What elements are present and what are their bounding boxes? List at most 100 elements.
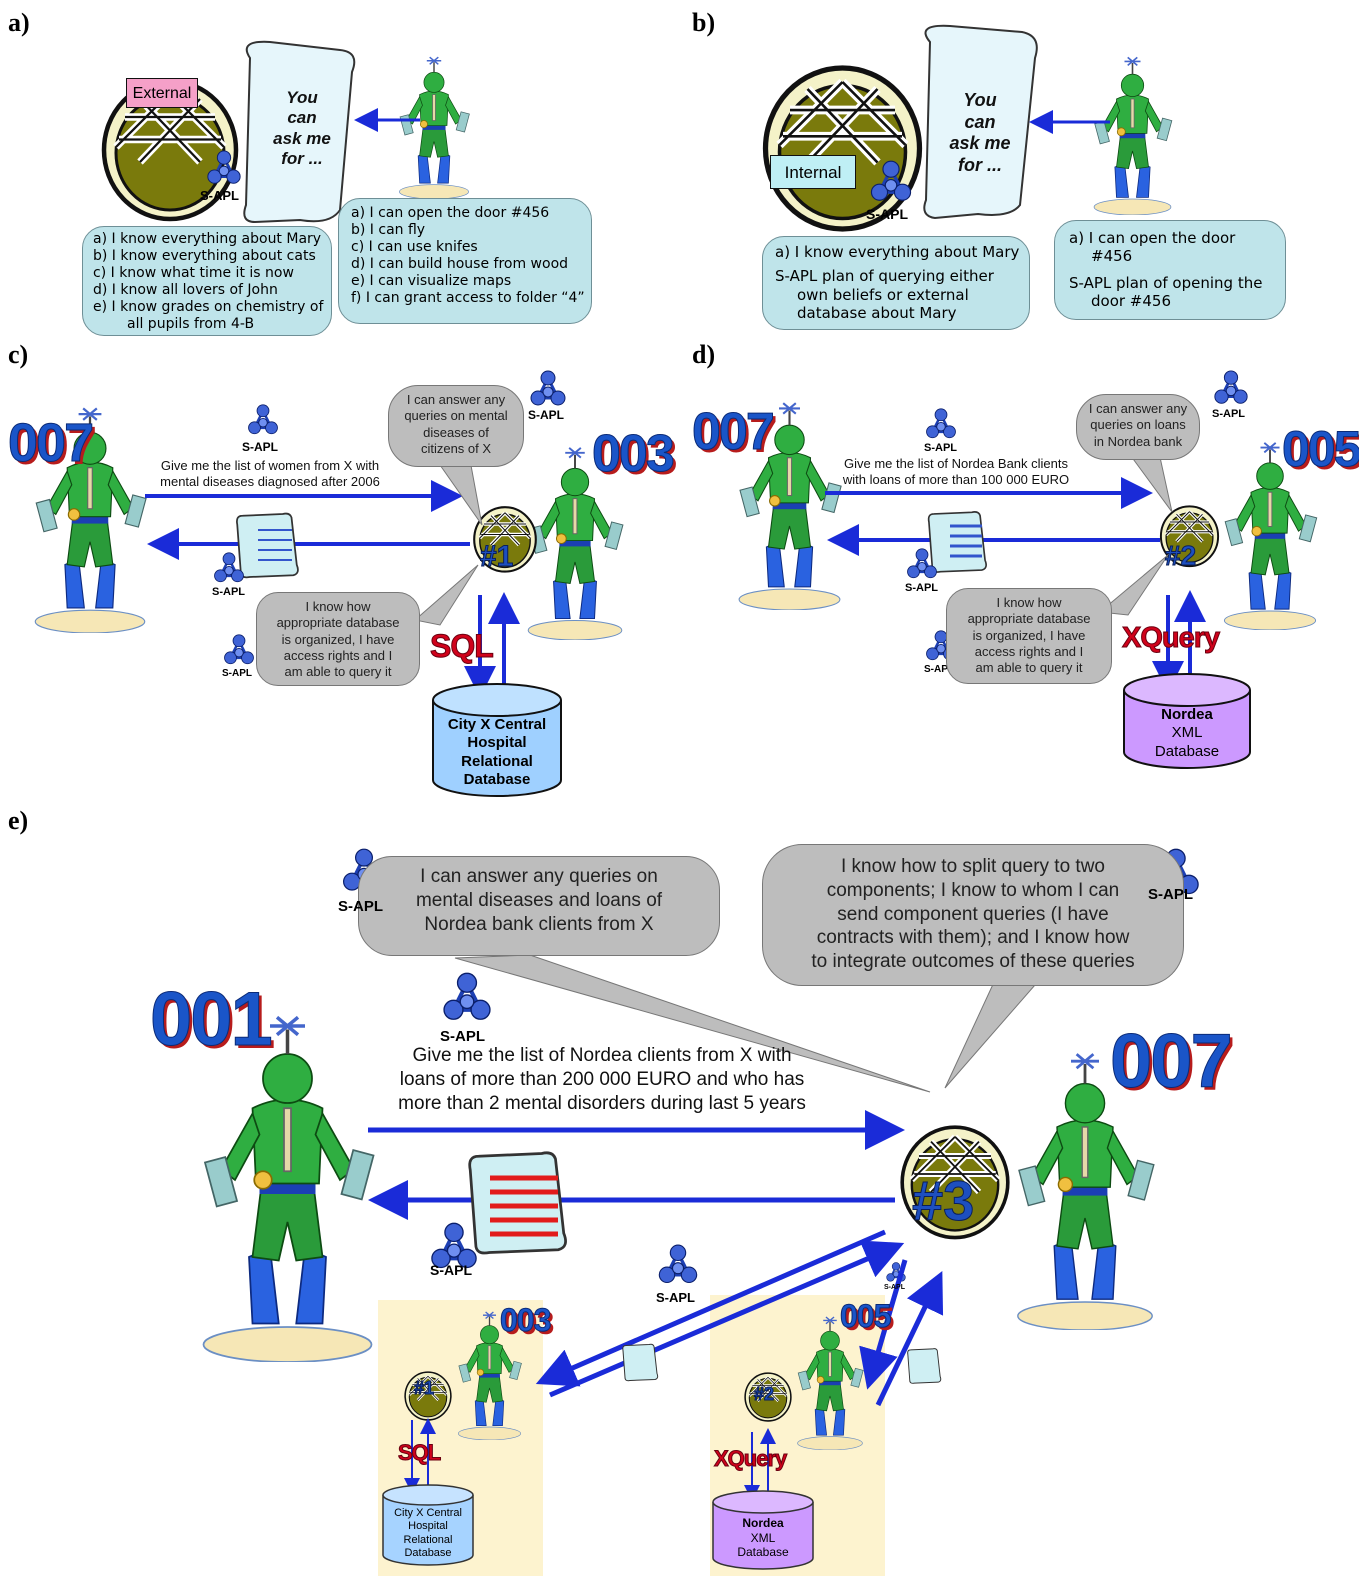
bubble-line: am able to query it	[284, 664, 392, 679]
request-line: more than 2 mental disorders during last…	[398, 1092, 806, 1114]
panel-d-sapl-low: S-APL	[924, 664, 954, 675]
panel-b-label: b)	[692, 8, 716, 37]
bubble-line: to integrate outcomes of these queries	[811, 951, 1135, 972]
panel-d-sapl-top: S-APL	[924, 442, 957, 454]
bubble-line: send component queries (I have	[837, 903, 1109, 925]
panel-e-graphics	[204, 848, 1201, 1576]
bubble-line: is organized, I have	[281, 631, 395, 647]
panel-d-sapl-top-icon	[925, 408, 957, 440]
bubble-line: e) I can visualize maps	[351, 273, 512, 290]
scroll-line: can	[964, 111, 996, 132]
bubble-line: appropriate database	[276, 615, 400, 631]
panel-b-scroll-text: You can ask me for ...	[940, 90, 1020, 176]
panel-e-sapl-tiny: S-APL	[884, 1284, 905, 1291]
panel-c-label: c)	[8, 340, 29, 369]
bubble-line: a) I know everything about Mary	[775, 243, 1020, 261]
db-line: XML	[1171, 724, 1203, 742]
bubble-line: I can answer any queries on	[420, 866, 658, 887]
panel-e-sub1-hash: #1	[413, 1378, 435, 1399]
panel-d-bubble-top: I can answer any queries on loans in Nor…	[1076, 394, 1200, 460]
db-line: Database	[1154, 742, 1220, 760]
panel-b-agent-icon	[1093, 56, 1173, 215]
panel-b-sapl-label: S-APL	[866, 206, 908, 222]
panel-d-xquery-label: XQuery	[1121, 622, 1220, 655]
panel-d-graphics	[737, 370, 1319, 769]
bubble-line: is organized, I have	[972, 627, 1086, 643]
scroll-line: You	[286, 88, 318, 107]
panel-d-hash: #2	[1164, 540, 1197, 572]
panel-c-sapl-scroll: S-APL	[212, 586, 245, 598]
scroll-line: ask me	[273, 128, 331, 148]
panel-b-graphics	[766, 24, 1173, 229]
request-line: mental diseases diagnosed after 2006	[160, 474, 380, 490]
panel-e-request-text: Give me the list of Nordea clients from …	[362, 1044, 842, 1115]
panel-e-sapl-msg-icon	[444, 973, 490, 1019]
panel-e-doc-small-2-icon	[907, 1348, 942, 1384]
panel-e-label: e)	[8, 806, 29, 835]
panel-e-agent-left-icon	[204, 1017, 374, 1362]
db-line: Relational	[461, 752, 533, 770]
panel-a-sapl-label: S-APL	[200, 188, 239, 203]
panel-c-sapl-mid: S-APL	[528, 408, 564, 422]
panel-e-doc-small-1-icon	[622, 1343, 659, 1382]
panel-e-sub2-agent-number: 005	[839, 1298, 891, 1335]
panel-d-label: d)	[692, 340, 716, 369]
bubble-line: own beliefs or external	[797, 285, 969, 304]
panel-c-bubble-bottom: I know how appropriate database is organ…	[256, 592, 420, 686]
panel-d-doc-icon	[927, 510, 988, 573]
panel-c-request-text: Give me the list of women from X with me…	[140, 458, 400, 491]
panel-a-external-tag: External	[126, 78, 198, 108]
db-line: Database	[737, 1545, 789, 1560]
bubble-line: appropriate database	[967, 611, 1091, 627]
panel-c-sql-label: SQL	[430, 628, 495, 665]
panel-e-agent-right-number: 007	[1110, 1019, 1234, 1105]
bubble-line: am able to query it	[975, 660, 1083, 675]
panel-b-abilities-bubble: a) I can open the door #456 S-APL plan o…	[1054, 220, 1286, 320]
panel-c-sapl-top-icon	[247, 404, 279, 436]
bubble-line: contracts with them); and I know how	[816, 927, 1130, 949]
panel-e-sub2-hash: #2	[753, 1384, 775, 1405]
bubble-line: c) I can use knifes	[351, 239, 478, 256]
db-line: XML	[750, 1530, 776, 1545]
panel-e-hash: #3	[911, 1169, 975, 1233]
db-line: Database	[463, 770, 531, 788]
request-line: with loans of more than 100 000 EURO	[842, 472, 1070, 488]
bubble-line: b) I can fly	[351, 222, 426, 239]
bubble-line: all pupils from 4-B	[127, 316, 255, 333]
bubble-line: access rights and I	[974, 643, 1084, 659]
bubble-line: queries on mental	[404, 408, 508, 424]
panel-e-sapl-mid: S-APL	[656, 1290, 695, 1305]
panel-b-scroll	[923, 24, 1038, 220]
panel-d-db-body	[1123, 690, 1251, 769]
bubble-line: door #456	[1091, 291, 1172, 310]
bubble-line: I can answer any	[406, 392, 506, 407]
panel-e-sub1-db-label: City X Central Hospital Relational Datab…	[383, 1507, 473, 1561]
bubble-line: e) I know grades on chemistry of	[93, 299, 324, 316]
scroll-line: You	[963, 90, 997, 110]
panel-e-sapl-scroll: S-APL	[430, 1262, 472, 1278]
panel-e-sub2-db-label: Nordea XML Database	[713, 1516, 813, 1560]
panel-d-request-text: Give me the list of Nordea Bank clients …	[822, 456, 1090, 489]
panel-e-bubble-right: I know how to split query to two compone…	[762, 844, 1184, 986]
db-line: City X Central	[447, 716, 547, 733]
panel-e-sub1-sql-label: SQL	[397, 1440, 441, 1466]
bubble-line: a) I can open the door	[1069, 229, 1236, 247]
panel-c-db-label: City X Central Hospital Relational Datab…	[433, 716, 561, 789]
panel-b-internal-tag: Internal	[770, 155, 856, 189]
bubble-line: a) I can open the door #456	[351, 205, 550, 221]
bubble-line: S-APL plan of opening the	[1069, 273, 1263, 292]
panel-e-sapl-mid-icon	[657, 1244, 699, 1285]
panel-c-hash: #1	[479, 540, 514, 574]
panel-e-bubble-left-tail	[454, 954, 931, 1093]
panel-d-db-label: Nordea XML Database	[1124, 706, 1250, 761]
db-line: Nordea	[742, 1516, 784, 1530]
panel-b-ball-icon	[766, 68, 920, 229]
panel-c-agent-right-number: 003	[592, 425, 676, 484]
bubble-line: I know how	[996, 595, 1062, 610]
panel-c-sapl-top: S-APL	[242, 440, 278, 454]
bubble-line: I can answer any	[1088, 401, 1188, 416]
bubble-line: in Nordea bank	[1093, 433, 1183, 449]
db-line: Nordea	[1161, 706, 1213, 723]
panel-a-abilities-bubble: a) I can open the door #456 b) I can fly…	[338, 198, 592, 324]
scroll-line: ask me	[949, 133, 1011, 154]
